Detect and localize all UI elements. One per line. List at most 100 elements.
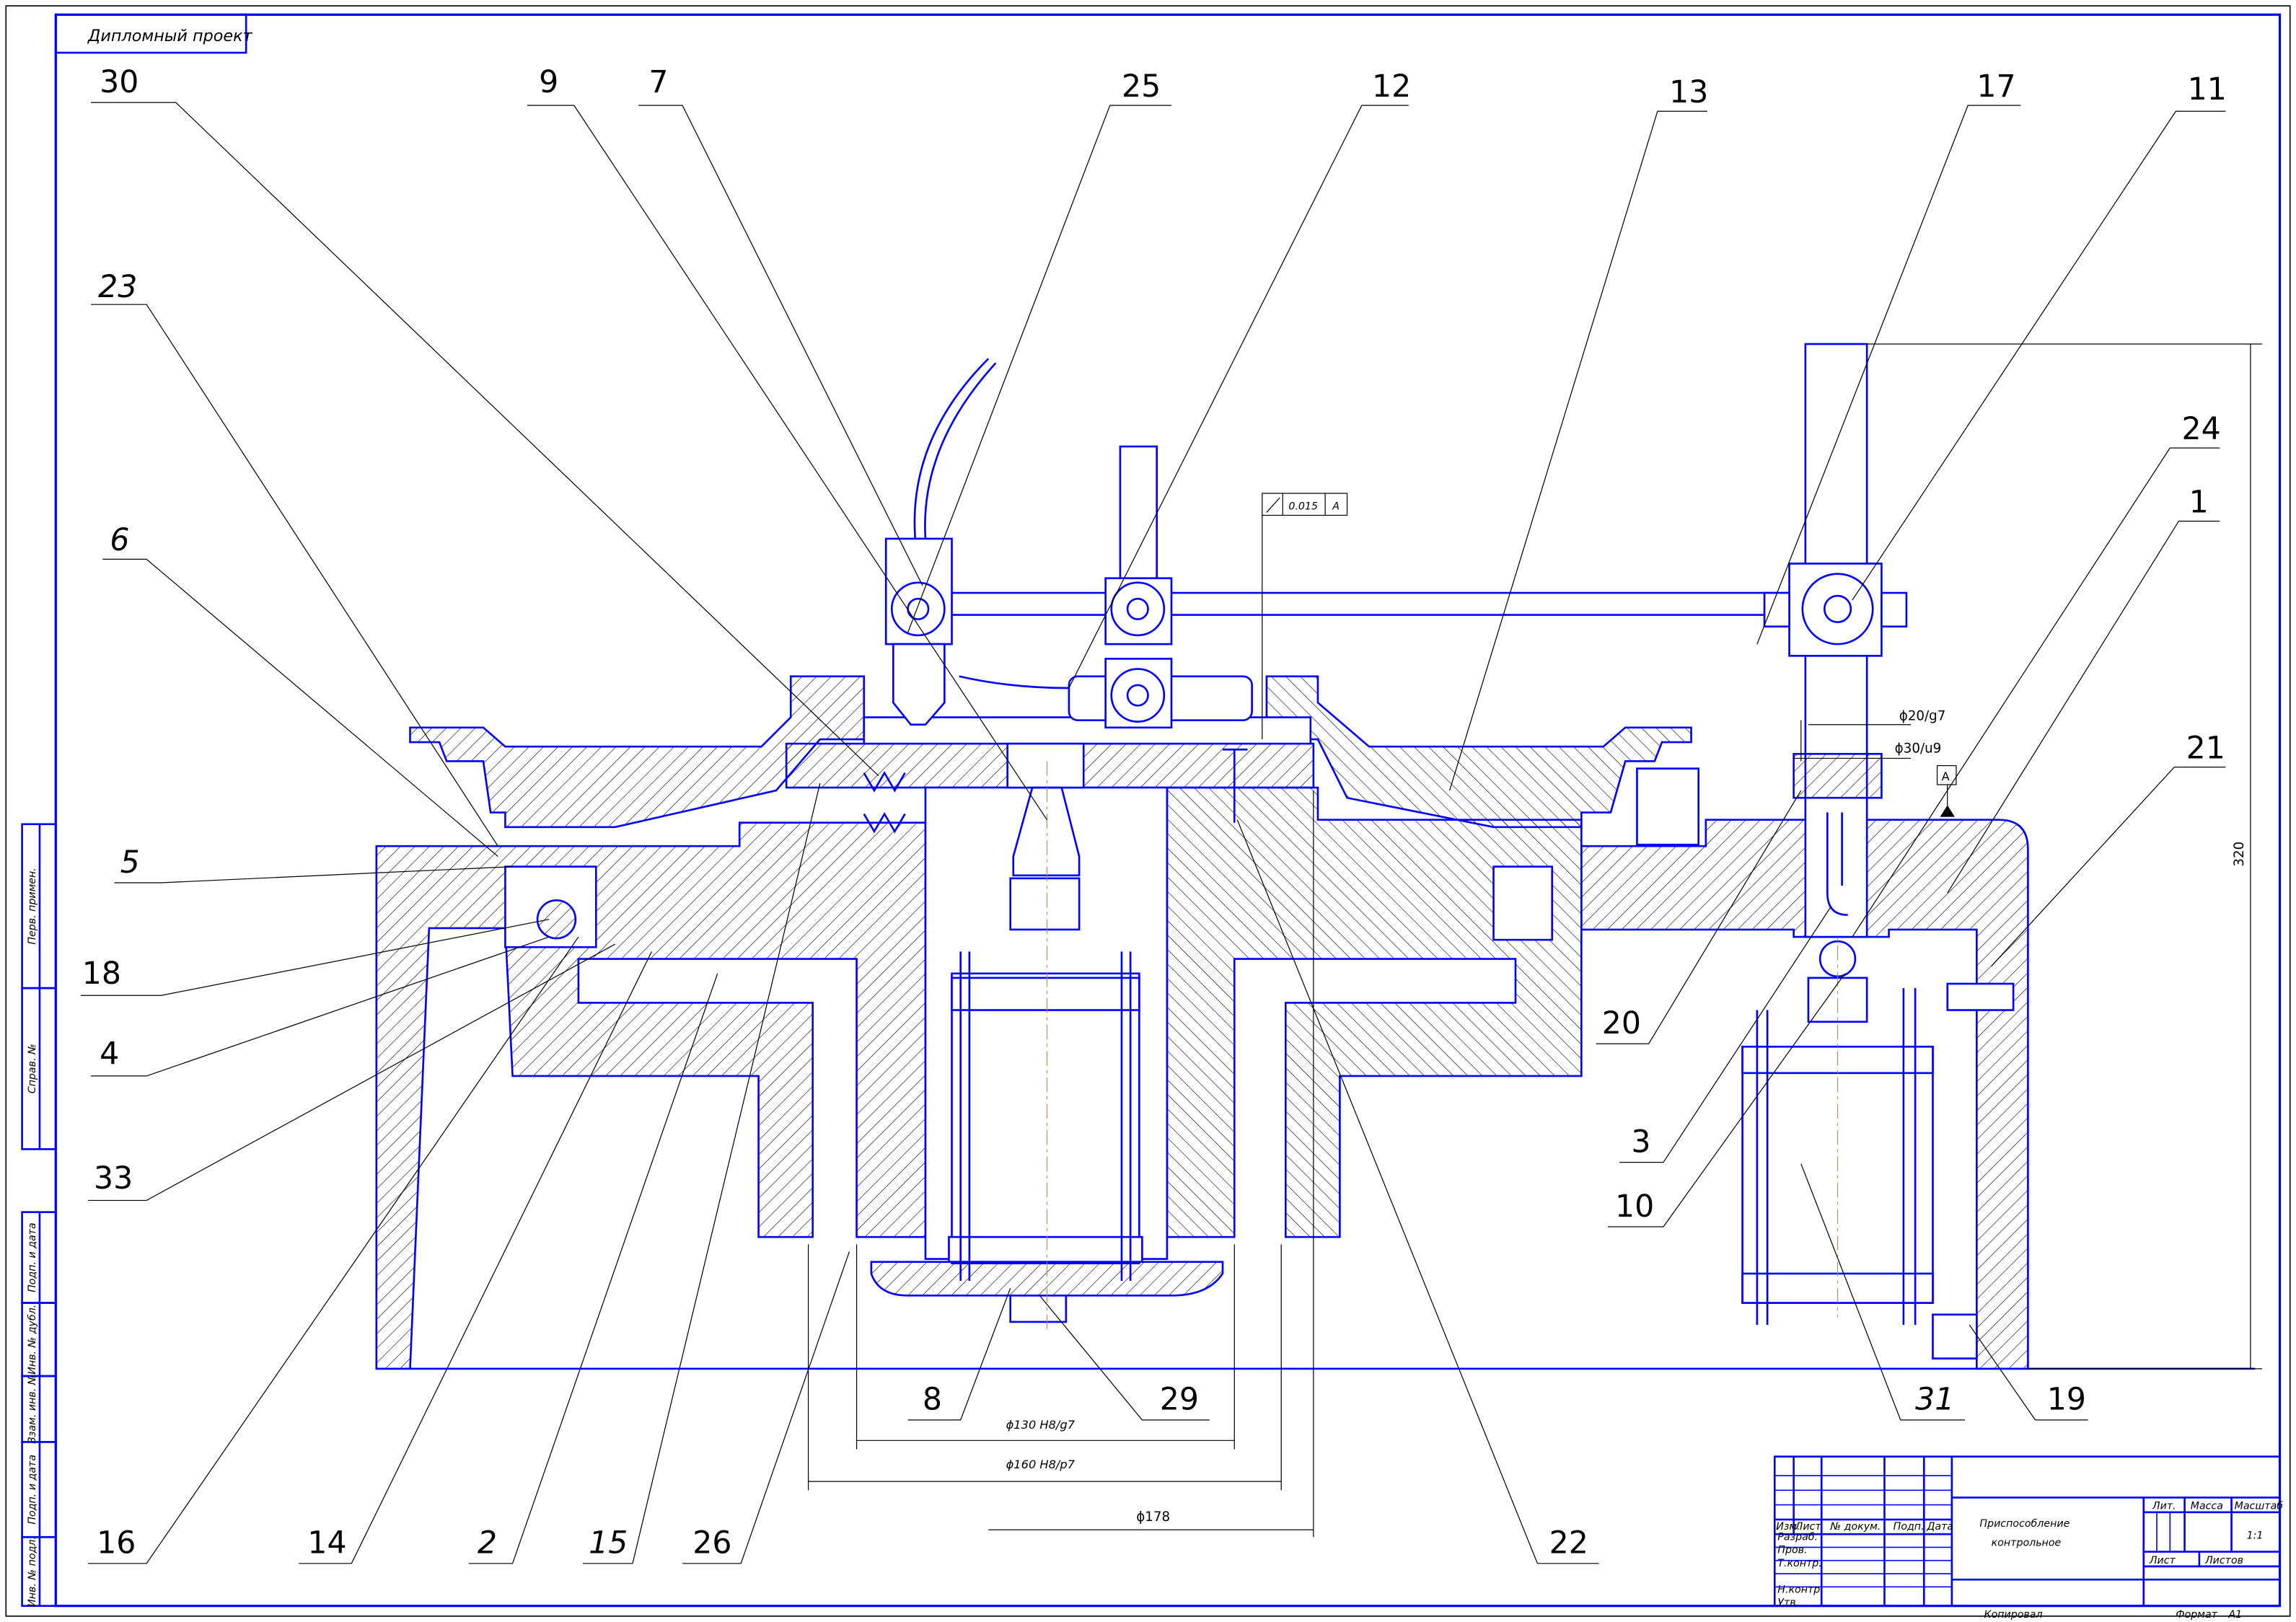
callout-number: 33 — [94, 1160, 133, 1196]
leader-line — [1756, 105, 2021, 645]
callout: 13 — [1449, 74, 1708, 791]
pin-22 — [1223, 748, 1248, 823]
cylinder-left-base — [948, 1235, 1143, 1263]
leader-line — [682, 1251, 850, 1564]
callout: 18 — [80, 919, 550, 996]
clamp-12-hole-inner — [1126, 597, 1149, 620]
leader-line — [1947, 520, 2220, 894]
callout-number: 13 — [1669, 74, 1708, 110]
callout-number: 4 — [100, 1036, 119, 1072]
callout: 6 — [102, 522, 498, 857]
leader-line — [90, 936, 550, 1077]
callout-number: 17 — [1976, 69, 2015, 105]
header-label: Подп. — [1893, 1521, 1925, 1533]
leader-line — [907, 1287, 1011, 1421]
strip-label: Подп. и дата — [27, 1222, 38, 1292]
callout: 29 — [1039, 1295, 1210, 1421]
role-label: Разраб. — [1777, 1531, 1818, 1543]
callout: 25 — [907, 69, 1171, 633]
format-label: Формат — [2176, 1609, 2217, 1621]
leader-line — [1969, 1324, 2088, 1421]
leader-line — [1068, 105, 1409, 689]
callout-number: 31 — [1915, 1382, 1954, 1418]
header-label: Лист — [1795, 1521, 1822, 1533]
callout: 24 — [1852, 411, 2221, 938]
callout-number: 10 — [1615, 1189, 1654, 1225]
clamp-9 — [1104, 658, 1173, 729]
leader-line — [468, 973, 718, 1564]
horizontal-rod — [919, 591, 1801, 616]
cylinder-left-rods — [959, 951, 1132, 1282]
strip-label: Взам. инв. № — [27, 1375, 38, 1444]
callout-number: 6 — [110, 522, 129, 558]
block-19 — [1932, 1313, 1978, 1359]
callout-number: 24 — [2182, 411, 2221, 447]
strip-label: Инв. № подл. — [27, 1536, 38, 1607]
sheets-label: Листов — [2204, 1555, 2243, 1566]
sheet-border — [5, 5, 2291, 1617]
nut — [1009, 877, 1081, 931]
callout: 16 — [87, 936, 579, 1564]
spring-7 — [863, 771, 906, 834]
callout-number: 30 — [100, 64, 138, 100]
housing-left — [375, 821, 927, 1370]
callout-number: 3 — [1631, 1124, 1650, 1160]
leader-line — [1991, 766, 2226, 967]
dim-d130: ϕ130 H8/g7 — [1006, 1418, 1076, 1432]
callout: 2 — [468, 973, 718, 1564]
clamp-11-right — [1881, 591, 1908, 628]
callout-number: 20 — [1602, 1005, 1641, 1041]
leader-line — [90, 102, 879, 777]
cylinder-left — [951, 972, 1140, 1265]
svg-text:A: A — [1942, 770, 1950, 783]
callout-number: 12 — [1372, 69, 1411, 105]
callout-number: 16 — [97, 1525, 136, 1561]
pin-18 — [536, 899, 577, 940]
scale-value: 1:1 — [2247, 1530, 2264, 1541]
cover-29 — [870, 1261, 1224, 1297]
callout-number: 18 — [82, 956, 121, 992]
strip-label: Справ. № — [27, 1044, 38, 1093]
callout-number: 11 — [2188, 71, 2227, 107]
callout: 22 — [1236, 819, 1599, 1564]
window-right — [1492, 865, 1554, 941]
callout-number: 2 — [478, 1525, 497, 1561]
leader-line — [1596, 790, 1802, 1044]
leader-line — [1800, 1163, 1966, 1421]
lit-label: Лит. — [2152, 1501, 2176, 1512]
callout: 5 — [114, 845, 513, 883]
leader-line — [102, 558, 498, 857]
leader-line — [1449, 110, 1707, 791]
callout: 17 — [1756, 69, 2021, 645]
role-label: Утв. — [1777, 1597, 1799, 1609]
callout: 19 — [1969, 1324, 2088, 1421]
leader-line — [907, 105, 1171, 633]
dim-d160: ϕ160 H8/p7 — [1006, 1458, 1076, 1471]
role-label: Пров. — [1777, 1545, 1807, 1556]
strip-label: Подп. и дата — [27, 1455, 38, 1525]
callout-number: 23 — [98, 269, 137, 305]
runout-tolerance-frame: 0.015 A — [1262, 493, 1348, 740]
scale-label: Масштаб — [2235, 1501, 2284, 1512]
leader-line — [1852, 110, 2226, 601]
housing-right — [1166, 786, 1583, 1238]
format-value: A1 — [2227, 1609, 2242, 1621]
strip-label: Перв. примен. — [27, 868, 38, 945]
drawing-title-line1: Приспособление — [1979, 1518, 2070, 1530]
leader-line — [1852, 447, 2220, 938]
leader-line — [87, 936, 579, 1564]
strip-label: Инв. № дубл. — [27, 1305, 38, 1375]
callout-number: 29 — [1160, 1382, 1199, 1418]
inner-column — [1006, 742, 1085, 789]
callout: 23 — [90, 269, 498, 847]
callout: 3 — [1619, 907, 1831, 1163]
callout-number: 7 — [648, 64, 668, 100]
leader-line — [90, 304, 498, 847]
leader-line — [299, 951, 652, 1564]
cone-tip — [1012, 786, 1081, 877]
leader-line — [114, 866, 513, 883]
leader-line — [583, 783, 821, 1564]
